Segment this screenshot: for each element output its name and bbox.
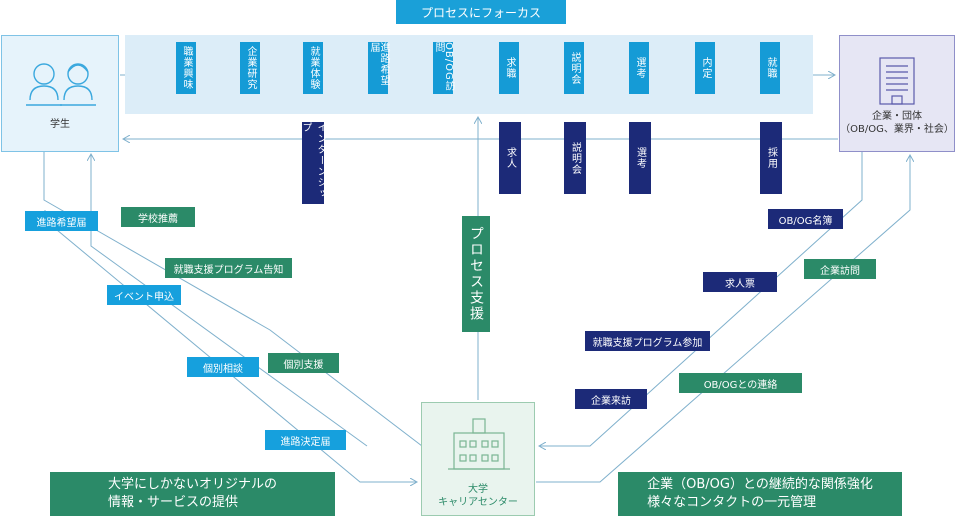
student-label: 学生 [50, 119, 70, 130]
tag-shinro-kibo: 進路希望届 [25, 211, 98, 231]
tag-kobetsu-sodan: 個別相談 [187, 357, 259, 377]
company-label: 企業・団体 （OB/OG、業界・社会） [840, 111, 954, 135]
tag-event-moshikomi: イベント申込 [107, 285, 181, 305]
university-icon [448, 418, 510, 470]
right-line-inner [540, 152, 863, 446]
building-icon [879, 57, 915, 105]
company-node: 企業・団体 （OB/OG、業界・社会） [839, 35, 955, 152]
tag-gakko-suisen: 学校推薦 [121, 207, 195, 227]
tag-obog-renraku: OB/OGとの連絡 [679, 373, 802, 393]
tag-kobetsu-shien: 個別支援 [268, 353, 339, 373]
step-shinro-kibo: 進路希望届 [368, 42, 389, 94]
step-kigyo-kenkyu: 企業研究 [240, 42, 260, 94]
step-shokugyo-kyomi: 職業興味 [176, 42, 196, 94]
student-node: 学生 [1, 35, 119, 152]
tag-kigyo-raiho: 企業来訪 [575, 389, 647, 409]
right-line-outer [536, 156, 910, 483]
tag-shinro-kettei: 進路決定届 [265, 430, 346, 450]
return-setsumeikai: 説明会 [564, 122, 586, 194]
step-shushoku: 就職 [760, 42, 780, 94]
tag-program-sanka: 就職支援プログラム参加 [585, 331, 710, 351]
return-internship: インターンシップ [300, 122, 326, 204]
bottom-left-message: 大学にしかないオリジナルの 情報・サービスの提供 [50, 472, 335, 516]
step-shugyo-taiken: 就業体験 [303, 42, 323, 94]
tag-kigyo-homon: 企業訪問 [804, 259, 876, 279]
tag-program-kokuchi: 就職支援プログラム告知 [165, 258, 292, 278]
bottom-right-message: 企業（OB/OG）との継続的な関係強化 様々なコンタクトの一元管理 [618, 472, 902, 516]
step-setsumeikai: 説明会 [564, 42, 584, 94]
tag-kyujinhyo: 求人票 [703, 272, 777, 292]
students-icon [26, 63, 96, 106]
step-kyushoku: 求職 [499, 42, 519, 94]
return-kyujin: 求人 [499, 122, 521, 194]
tag-obog-meibo: OB/OG名簿 [768, 209, 843, 229]
career-center-label: 大学 キャリアセンター [438, 484, 518, 508]
return-saiyo: 採用 [760, 122, 782, 194]
process-support-label: プロセス支援 [462, 216, 490, 332]
career-center-node: 大学 キャリアセンター [421, 402, 535, 516]
return-senko: 選考 [629, 122, 651, 194]
title-banner: プロセスにフォーカス [396, 0, 566, 24]
step-naitei: 内定 [695, 42, 715, 94]
step-obog-homon: OB/OG訪問 [433, 42, 454, 94]
left-line-outer [43, 152, 423, 447]
left-line-inner [91, 155, 368, 447]
step-senko: 選考 [629, 42, 649, 94]
